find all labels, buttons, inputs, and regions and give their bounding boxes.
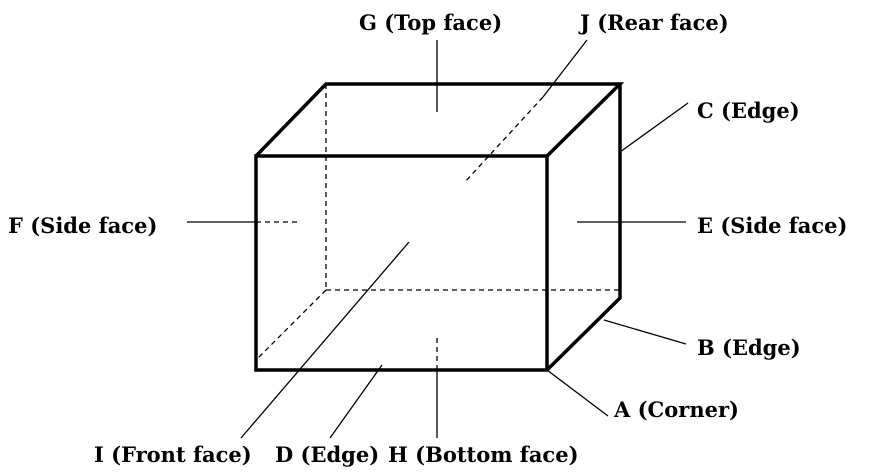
- label-b-edge: B (Edge): [697, 335, 801, 360]
- leader-c: [619, 102, 689, 153]
- label-d-edge: D (Edge): [275, 442, 379, 467]
- right-face-outline: [545, 84, 622, 372]
- leader-j-solid: [542, 39, 588, 98]
- label-g-top-face: G (Top face): [359, 10, 502, 35]
- leader-b: [603, 319, 687, 345]
- leader-d: [329, 364, 383, 439]
- hidden-edge-bottom-left-depth: [255, 289, 327, 361]
- hidden-edges: [255, 84, 620, 361]
- leader-j-dashed: [463, 96, 544, 184]
- label-a-corner: A (Corner): [613, 397, 739, 422]
- leader-a: [546, 369, 609, 417]
- label-h-bottom-face: H (Bottom face): [388, 442, 579, 467]
- top-face-outline: [254, 82, 625, 158]
- leader-lines: [187, 39, 689, 439]
- label-f-side-face: F (Side face): [8, 213, 157, 238]
- label-e-side-face: E (Side face): [697, 213, 847, 238]
- label-j-rear-face: J (Rear face): [578, 10, 729, 35]
- leader-i: [240, 241, 410, 439]
- label-i-front-face: I (Front face): [94, 442, 252, 467]
- front-face-outline: [254, 154, 549, 372]
- visible-edges: [254, 82, 625, 372]
- label-c-edge: C (Edge): [697, 98, 800, 123]
